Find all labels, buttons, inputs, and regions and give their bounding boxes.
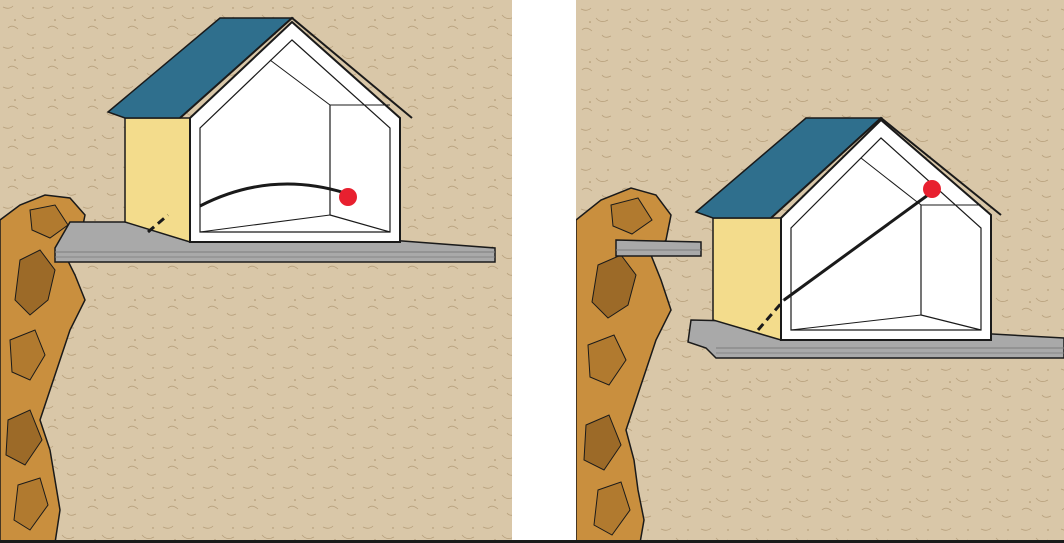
left-panel bbox=[0, 0, 512, 543]
red-ball bbox=[339, 188, 357, 206]
broken-ledge bbox=[616, 240, 701, 256]
right-scene bbox=[576, 0, 1064, 543]
left-scene bbox=[0, 0, 512, 543]
right-panel bbox=[576, 0, 1064, 543]
red-ball bbox=[923, 180, 941, 198]
